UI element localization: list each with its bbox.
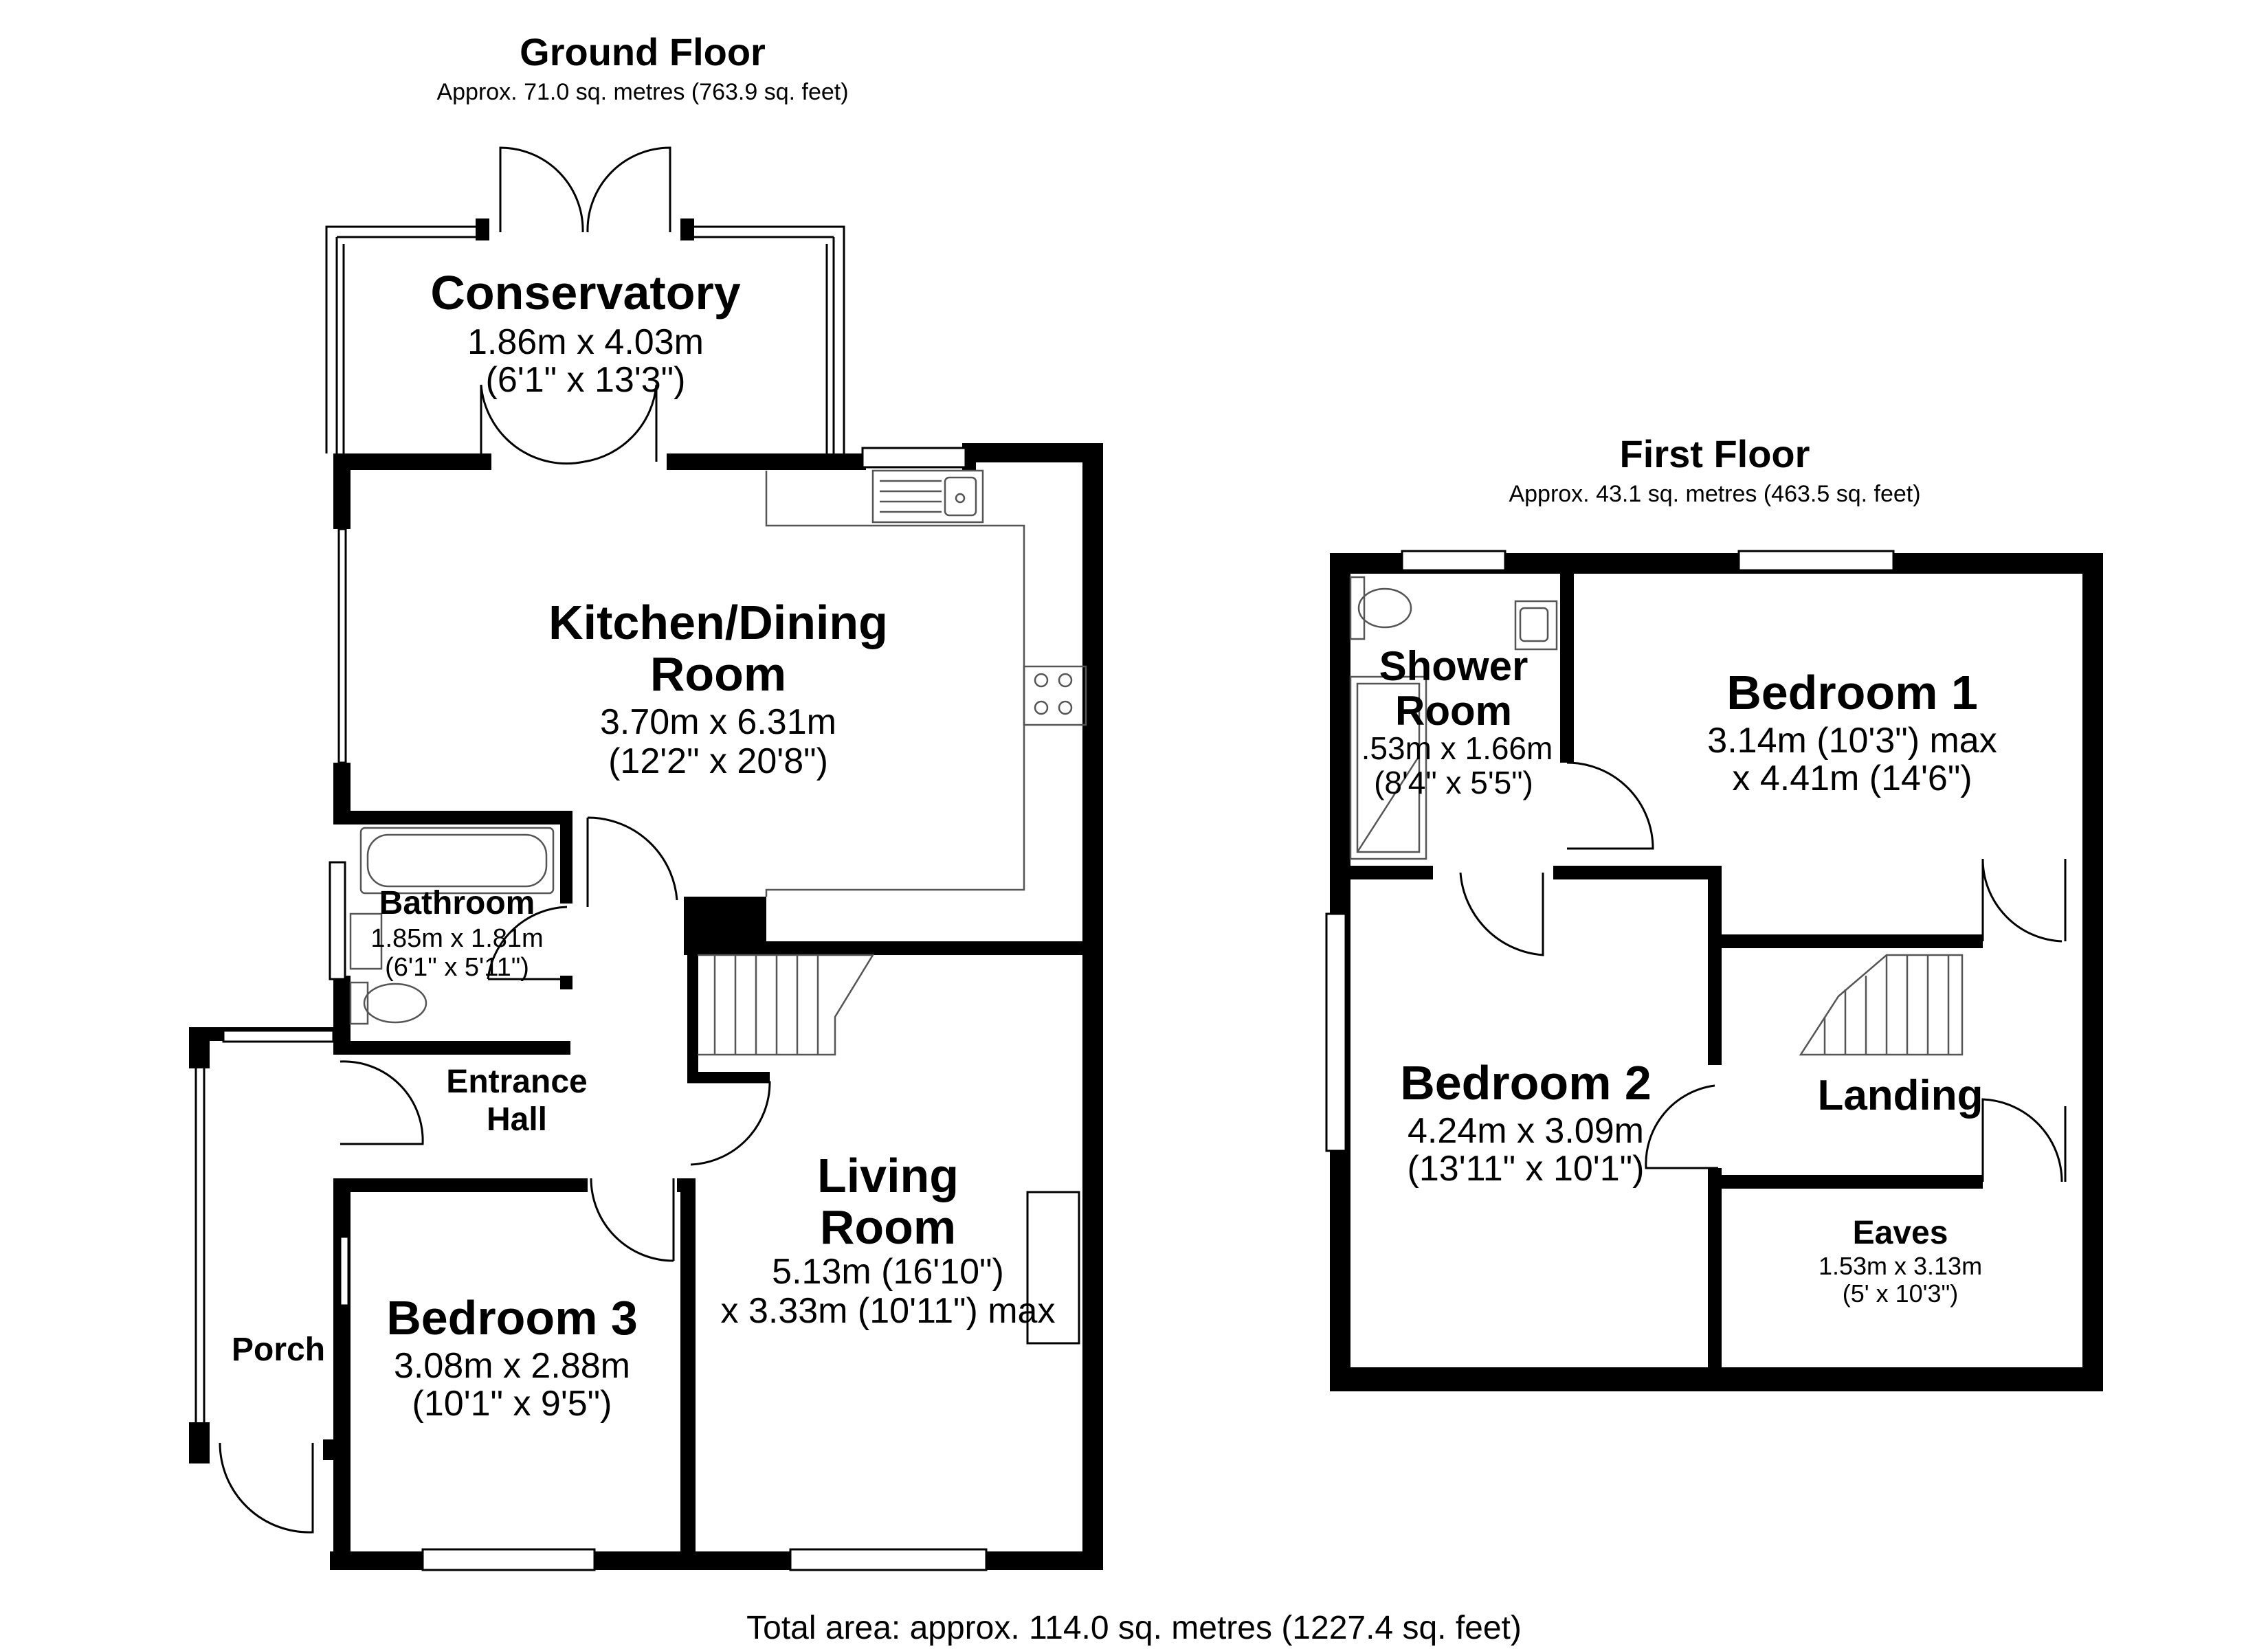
kitchen-size-m: 3.70m x 6.31m xyxy=(600,702,836,742)
porch-walls xyxy=(189,1027,337,1534)
ground-floor-stairs xyxy=(698,954,875,1056)
bedroom3-size-m: 3.08m x 2.88m xyxy=(394,1346,630,1386)
kitchen-label-line1: Kitchen/Dining xyxy=(548,596,888,649)
porch-label: Porch xyxy=(232,1332,325,1368)
french-doors-top xyxy=(499,146,671,233)
living-room-size-line1: 5.13m (16'10") xyxy=(772,1252,1004,1292)
conservatory-kitchen-wall xyxy=(333,453,976,470)
shower-room-label-line1: Shower xyxy=(1379,643,1528,689)
living-room-label-line1: Living xyxy=(817,1149,959,1202)
bathroom-size-ft: (6'1" x 5'11") xyxy=(385,953,529,982)
bedroom2-size-ft: (13'11" x 10'1") xyxy=(1408,1149,1645,1189)
french-doors-kitchen xyxy=(480,384,658,465)
first-floor-title: First Floor xyxy=(1620,432,1810,475)
living-room-size-line2: x 3.33m (10'11") max xyxy=(721,1291,1056,1331)
conservatory-size-ft: (6'1" x 13'3") xyxy=(486,360,686,400)
first-floor-plan: First Floor Approx. 43.1 sq. metres (463… xyxy=(1325,432,2103,1391)
bedroom1-size-line2: x 4.41m (14'6") xyxy=(1732,759,1972,798)
shower-room-size-m: .53m x 1.66m xyxy=(1361,730,1553,766)
bedroom1-size-line1: 3.14m (10'3") max xyxy=(1707,721,1997,761)
shower-room-size-ft: (8'4" x 5'5") xyxy=(1374,765,1533,800)
living-room-label-line2: Room xyxy=(820,1200,956,1254)
bathroom-fixtures xyxy=(349,827,555,1025)
eaves-label: Eaves xyxy=(1853,1215,1948,1251)
first-floor-walls xyxy=(1330,553,2103,1391)
conservatory-frame xyxy=(325,225,845,453)
eaves-size-ft: (5' x 10'3") xyxy=(1843,1279,1959,1308)
bedroom3-label: Bedroom 3 xyxy=(386,1291,638,1345)
kitchen-fixtures xyxy=(765,469,1087,897)
shower-room-label-line2: Room xyxy=(1395,688,1512,734)
bedroom2-size-m: 4.24m x 3.09m xyxy=(1408,1111,1644,1151)
ground-floor-windows xyxy=(222,447,988,1571)
first-floor-doors xyxy=(1459,761,2067,1182)
eaves-size-m: 1.53m x 3.13m xyxy=(1819,1252,1982,1280)
first-floor-area: Approx. 43.1 sq. metres (463.5 sq. feet) xyxy=(1509,481,1920,507)
bedroom3-size-ft: (10'1" x 9'5") xyxy=(412,1384,612,1424)
entrance-hall-label-line1: Entrance xyxy=(446,1064,587,1100)
shower-room-fixtures xyxy=(1349,576,1558,860)
landing-label: Landing xyxy=(1817,1072,1983,1119)
ground-floor-plan: Ground Floor Approx. 71.0 sq. metres (76… xyxy=(189,30,1103,1571)
ground-floor-title: Ground Floor xyxy=(520,30,766,74)
conservatory-wall-stub xyxy=(476,218,489,240)
first-floor-stairs xyxy=(1799,954,1964,1056)
bedroom1-label: Bedroom 1 xyxy=(1726,666,1978,719)
ground-floor-area: Approx. 71.0 sq. metres (763.9 sq. feet) xyxy=(436,79,848,105)
entrance-hall-label-line2: Hall xyxy=(487,1101,547,1138)
kitchen-size-ft: (12'2" x 20'8") xyxy=(608,741,828,781)
bathroom-label: Bathroom xyxy=(379,885,535,921)
bedroom2-label: Bedroom 2 xyxy=(1400,1056,1652,1110)
ground-floor-doors xyxy=(340,816,1080,1345)
conservatory-wall-stub xyxy=(680,218,694,240)
kitchen-label-line2: Room xyxy=(650,647,786,701)
conservatory-label: Conservatory xyxy=(430,266,740,319)
conservatory-size-m: 1.86m x 4.03m xyxy=(467,322,704,362)
total-area: Total area: approx. 114.0 sq. metres (12… xyxy=(746,1610,1522,1646)
bathroom-size-m: 1.85m x 1.81m xyxy=(370,924,543,953)
first-floor-windows xyxy=(1325,550,1895,1152)
